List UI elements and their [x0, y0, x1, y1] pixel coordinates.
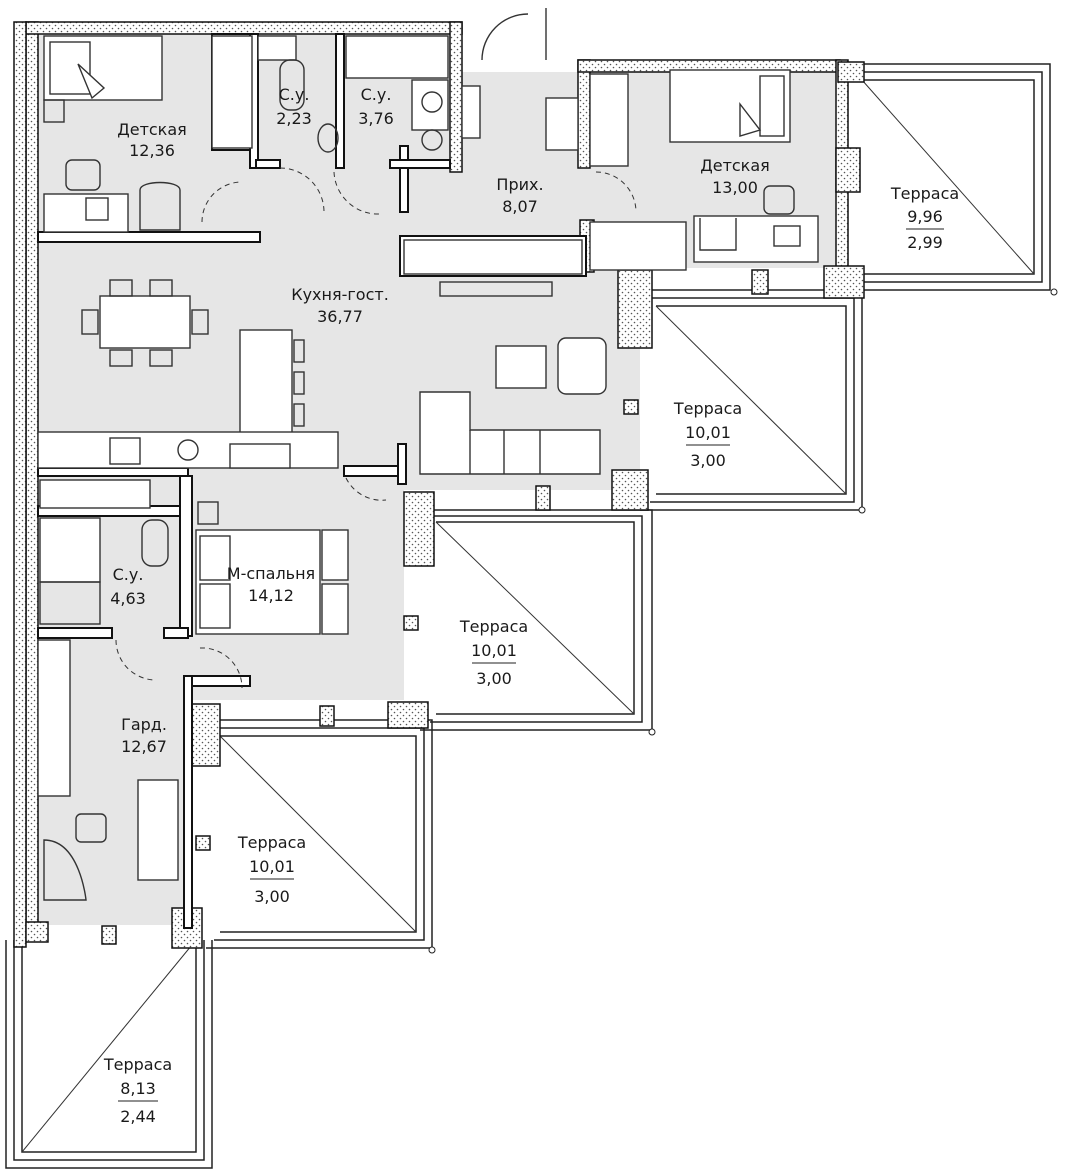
room-name-master: М-спальня [227, 564, 315, 583]
terrace-area-2: 10,01 [685, 423, 731, 442]
room-name-kids1: Детская [117, 120, 187, 139]
room-area-kids2: 13,00 [712, 178, 758, 197]
terrace-sub-5: 2,44 [120, 1107, 156, 1126]
room-area-kids1: 12,36 [129, 141, 175, 160]
room-name-wardrobe: Гард. [121, 715, 167, 734]
terrace-labels: Терраса 9,96 2,99 Терраса 10,01 3,00 Тер… [103, 184, 959, 1126]
room-area-wardrobe: 12,67 [121, 737, 167, 756]
terrace-4-shape [206, 719, 436, 954]
terrace-area-5: 8,13 [120, 1079, 156, 1098]
furniture [37, 35, 819, 901]
terrace-5-shape [5, 939, 213, 1169]
terrace-name-1: Терраса [890, 184, 959, 203]
terrace-sub-1: 2,99 [907, 233, 943, 252]
terrace-name-2: Терраса [673, 399, 742, 418]
room-name-hall: Прих. [496, 175, 543, 194]
room-name-kitchen: Кухня-гост. [291, 285, 389, 304]
terrace-name-5: Терраса [103, 1055, 172, 1074]
terrace-area-1: 9,96 [907, 207, 943, 226]
terrace-area-3: 10,01 [471, 641, 517, 660]
terrace-2-shape [640, 289, 866, 514]
room-area-hall: 8,07 [502, 197, 538, 216]
room-name-bath3: С.у. [113, 565, 144, 584]
room-name-kids2: Детская [700, 156, 770, 175]
room-area-bath3: 4,63 [110, 589, 146, 608]
room-labels: Детская 12,36 С.у. 2,23 С.у. 3,76 Прих. … [110, 85, 770, 756]
door-swings [115, 8, 637, 689]
room-area-master: 14,12 [248, 586, 294, 605]
terrace-sub-4: 3,00 [254, 887, 290, 906]
room-name-bath2: С.у. [361, 85, 392, 104]
terrace-name-4: Терраса [237, 833, 306, 852]
terrace-name-3: Терраса [459, 617, 528, 636]
terrace-area-4: 10,01 [249, 857, 295, 876]
terrace-1-shape [861, 63, 1058, 296]
room-area-kitchen: 36,77 [317, 307, 363, 326]
terrace-sub-2: 3,00 [690, 451, 726, 470]
terrace-3-shape [420, 509, 656, 736]
room-name-bath1: С.у. [279, 85, 310, 104]
room-area-bath2: 3,76 [358, 109, 394, 128]
terrace-sub-3: 3,00 [476, 669, 512, 688]
room-area-bath1: 2,23 [276, 109, 312, 128]
